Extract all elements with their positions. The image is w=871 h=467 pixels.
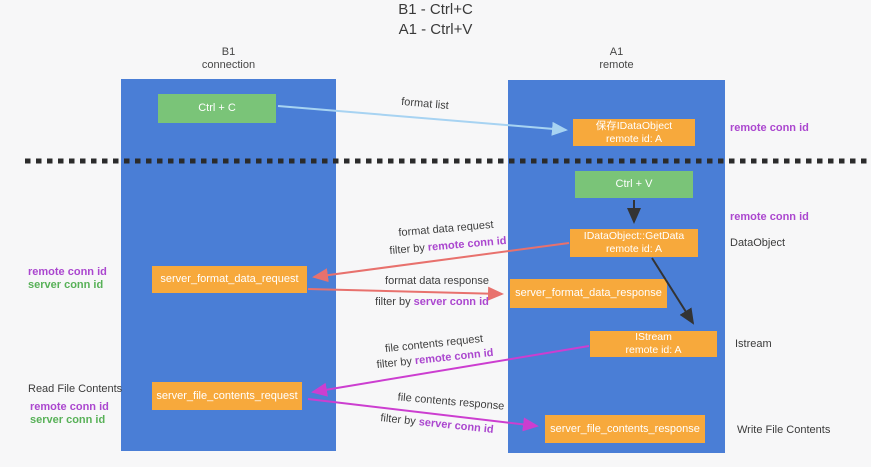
node-format-request-label: server_format_data_request	[160, 273, 299, 285]
label-remote-conn-id-top: remote conn id	[730, 122, 809, 134]
node-getdata-line2: remote id: A	[605, 243, 663, 255]
filter-by-text: filter by	[375, 296, 414, 308]
node-server-file-contents-response: server_file_contents_response	[545, 415, 705, 443]
node-istream-line2: remote id: A	[625, 344, 682, 356]
node-server-format-data-request: server_format_data_request	[152, 266, 307, 293]
label-server-conn-id-left-1: server conn id	[28, 279, 104, 291]
server-conn-id-text: server conn id	[413, 296, 489, 308]
node-getdata-line1: IDataObject::GetData	[583, 230, 685, 242]
label-read-file-contents: Read File Contents	[28, 383, 123, 395]
lifeline-header-b1: B1 connection	[121, 46, 336, 72]
title-line-1: B1 - Ctrl+C	[398, 1, 473, 18]
filter-by-text: filter by	[376, 355, 416, 372]
node-file-response-label: server_file_contents_response	[550, 422, 700, 435]
node-file-request-label: server_file_contents_request	[156, 389, 298, 402]
label-dataobject: DataObject	[730, 237, 786, 249]
filter-by-text: filter by	[389, 241, 429, 258]
lifeline-b1-role: connection	[201, 59, 256, 71]
annotation-filter-server-2: filter by server conn id	[357, 410, 517, 439]
annotation-format-data-response: format data response	[385, 275, 489, 287]
node-save-dataobject-line1: 保存IDataObject	[595, 119, 673, 132]
annotation-filter-server-1: filter by server conn id	[352, 296, 512, 308]
diagram-title: B1 - Ctrl+C A1 - Ctrl+V	[0, 0, 871, 40]
label-remote-conn-id-mid: remote conn id	[730, 211, 809, 223]
node-format-response-label: server_format_data_response	[515, 287, 662, 299]
label-remote-conn-id-left-2: remote conn id	[30, 401, 109, 413]
label-remote-conn-id-left-1: remote conn id	[28, 266, 107, 278]
node-ctrl-c-label: Ctrl + C	[198, 102, 236, 114]
annotation-file-contents-response: file contents response	[397, 391, 505, 413]
label-write-file-contents: Write File Contents	[737, 424, 831, 436]
server-conn-id-text: server conn id	[418, 416, 495, 436]
lifeline-header-a1: A1 remote	[508, 46, 725, 72]
node-ctrl-c: Ctrl + C	[158, 94, 276, 123]
annotation-format-list: format list	[400, 95, 450, 113]
node-istream: IStream remote id: A	[590, 331, 717, 357]
lifeline-a1-name: A1	[609, 46, 624, 58]
node-save-dataobject-line2: remote id: A	[605, 132, 663, 145]
format-data-response-arrow	[307, 286, 504, 301]
node-ctrl-v-label: Ctrl + V	[615, 178, 653, 190]
node-idataobject-getdata: IDataObject::GetData remote id: A	[570, 229, 698, 257]
node-ctrl-v: Ctrl + V	[575, 171, 693, 198]
lifeline-a1-role: remote	[599, 59, 634, 71]
node-istream-line1: IStream	[635, 331, 672, 343]
title-line-2: A1 - Ctrl+V	[398, 21, 473, 38]
label-istream: Istream	[735, 338, 772, 350]
node-server-format-data-response: server_format_data_response	[510, 279, 667, 308]
remote-conn-id-text: remote conn id	[427, 234, 507, 254]
filter-by-text: filter by	[379, 412, 420, 429]
lifeline-b1-name: B1	[221, 46, 236, 58]
node-server-file-contents-request: server_file_contents_request	[152, 382, 302, 410]
node-save-dataobject: 保存IDataObject remote id: A	[573, 119, 695, 146]
label-server-conn-id-left-2: server conn id	[30, 414, 106, 426]
